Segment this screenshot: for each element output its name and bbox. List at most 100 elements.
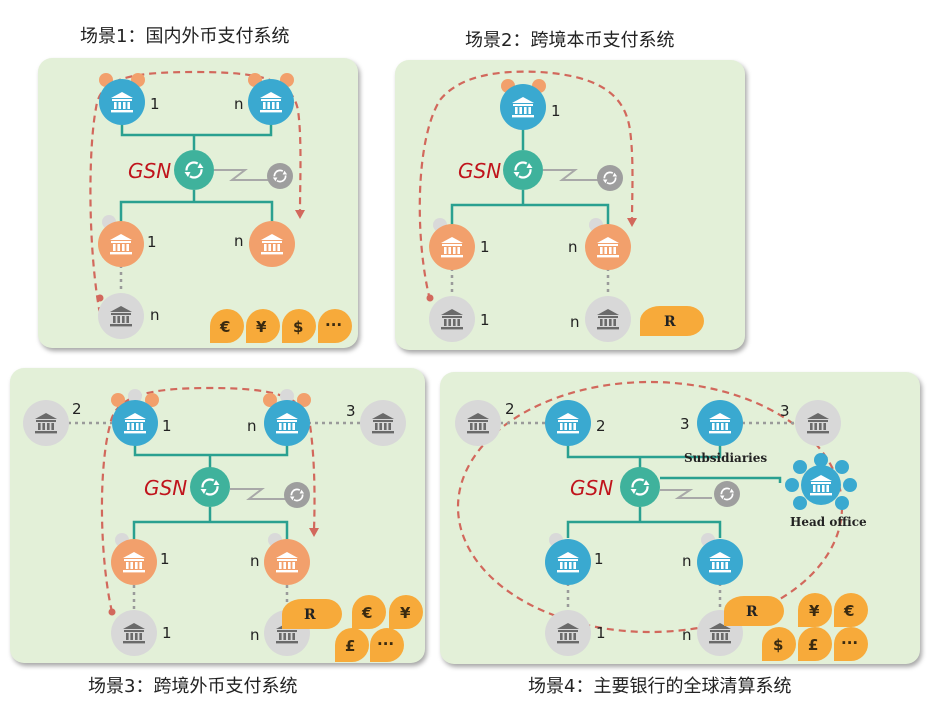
payment-flow-path (418, 70, 634, 301)
node-label: n (568, 238, 578, 256)
bank-node-gray (585, 296, 631, 342)
node-label: 1 (480, 311, 490, 329)
node-label: n (250, 626, 260, 644)
currency-group: € ¥ $ ··· (210, 309, 352, 343)
node-label: 2 (72, 400, 82, 418)
bank-node-orange (264, 539, 310, 585)
node-label: n (234, 95, 244, 113)
currency-bubble (246, 309, 280, 343)
currency-bubble (352, 595, 386, 629)
bank-node-orange (111, 539, 157, 585)
euro-symbol: € (361, 604, 372, 622)
lightning-link (230, 488, 285, 500)
gsn-node (503, 150, 543, 190)
node-label: 3 (346, 402, 356, 420)
node-label: n (570, 313, 580, 331)
node-label: 1 (160, 550, 170, 568)
node-label: 1 (162, 417, 172, 435)
node-label: 2 (596, 417, 606, 435)
node-label: n (234, 232, 244, 250)
yen-symbol: ¥ (256, 318, 267, 336)
node-label: 1 (147, 233, 157, 251)
gray-cycle-node (597, 165, 623, 191)
bank-node-gray (795, 400, 841, 446)
rand-bubble (640, 306, 704, 336)
bank-node-gray (545, 610, 591, 656)
bank-node-orange (429, 224, 475, 270)
scene1-title: 场景1：国内外币支付系统 (80, 26, 290, 47)
yen-symbol: ¥ (400, 604, 411, 622)
currency-group: € ¥ £ ··· (335, 595, 423, 662)
bank-node-blue (545, 400, 591, 446)
node-label: n (682, 552, 692, 570)
currency-bubble (834, 593, 868, 627)
node-label: 3 (780, 402, 790, 420)
currency-bubble (834, 627, 868, 661)
currency-bubble (370, 628, 404, 662)
bank-node-blue (545, 539, 591, 585)
yen-symbol: ¥ (809, 602, 820, 620)
rand-bubble (282, 599, 342, 629)
rand-symbol: R (304, 607, 316, 623)
currency-bubble (798, 627, 832, 661)
head-office-node (785, 453, 857, 510)
gsn-node (174, 150, 214, 190)
connector-line (132, 507, 289, 540)
bank-node-orange (98, 221, 144, 267)
bank-node-gray (98, 293, 144, 339)
scene3-title: 场景3：跨境外币支付系统 (88, 676, 298, 697)
flow-start-dot (426, 294, 434, 302)
bank-node-gray (23, 400, 69, 446)
more-symbol: ··· (377, 635, 394, 653)
node-label: 1 (594, 550, 604, 568)
payment-flow-path (89, 70, 302, 315)
node-label: 1 (596, 624, 606, 642)
gsn-label: GSN (458, 159, 501, 183)
node-label: 1 (150, 95, 160, 113)
rand-symbol: R (664, 314, 676, 330)
node-label: 1 (551, 102, 561, 120)
currency-bubble (798, 593, 832, 627)
gsn-node (620, 467, 660, 507)
pound-symbol: £ (345, 637, 355, 655)
gsn-label: GSN (144, 476, 187, 500)
pound-symbol: £ (808, 636, 818, 654)
scene4: 2 2 3 3 Subsidiaries GSN Head office 1 (455, 380, 868, 661)
node-label: n (247, 417, 257, 435)
more-symbol: ··· (841, 634, 858, 652)
bank-node-gray (455, 400, 501, 446)
connector-line (120, 110, 273, 137)
gsn-label: GSN (570, 476, 613, 500)
bank-node-gray (360, 400, 406, 446)
node-label: 1 (480, 238, 490, 256)
lightning-link (660, 489, 712, 499)
bank-node-orange (585, 224, 631, 270)
node-label: n (150, 306, 160, 324)
currency-bubble (318, 309, 352, 343)
arrow-head (309, 528, 319, 537)
arrow-head (627, 218, 637, 227)
node-label: n (682, 626, 692, 644)
lightning-link (214, 169, 268, 181)
currency-bubble (389, 595, 423, 629)
currency-group: ¥ € $ £ ··· (762, 593, 868, 661)
dollar-symbol: $ (293, 318, 303, 336)
more-symbol: ··· (325, 316, 342, 334)
euro-symbol: € (843, 602, 854, 620)
bank-node-gray (429, 296, 475, 342)
euro-symbol: € (219, 318, 230, 336)
subsidiaries-label: Subsidiaries (684, 451, 767, 465)
currency-bubble (762, 627, 796, 661)
gray-cycle-node (284, 482, 310, 508)
dollar-symbol: $ (773, 636, 783, 654)
node-label: 3 (680, 415, 690, 433)
rand-symbol: R (746, 604, 758, 620)
node-label: n (250, 552, 260, 570)
lightning-link (543, 169, 598, 181)
scene2-title: 场景2：跨境本币支付系统 (465, 30, 675, 51)
gray-cycle-node (267, 163, 293, 189)
flow-start-dot (108, 608, 116, 616)
bank-node-gray (111, 610, 157, 656)
connector-line (119, 190, 274, 222)
bank-node-blue (264, 400, 310, 446)
